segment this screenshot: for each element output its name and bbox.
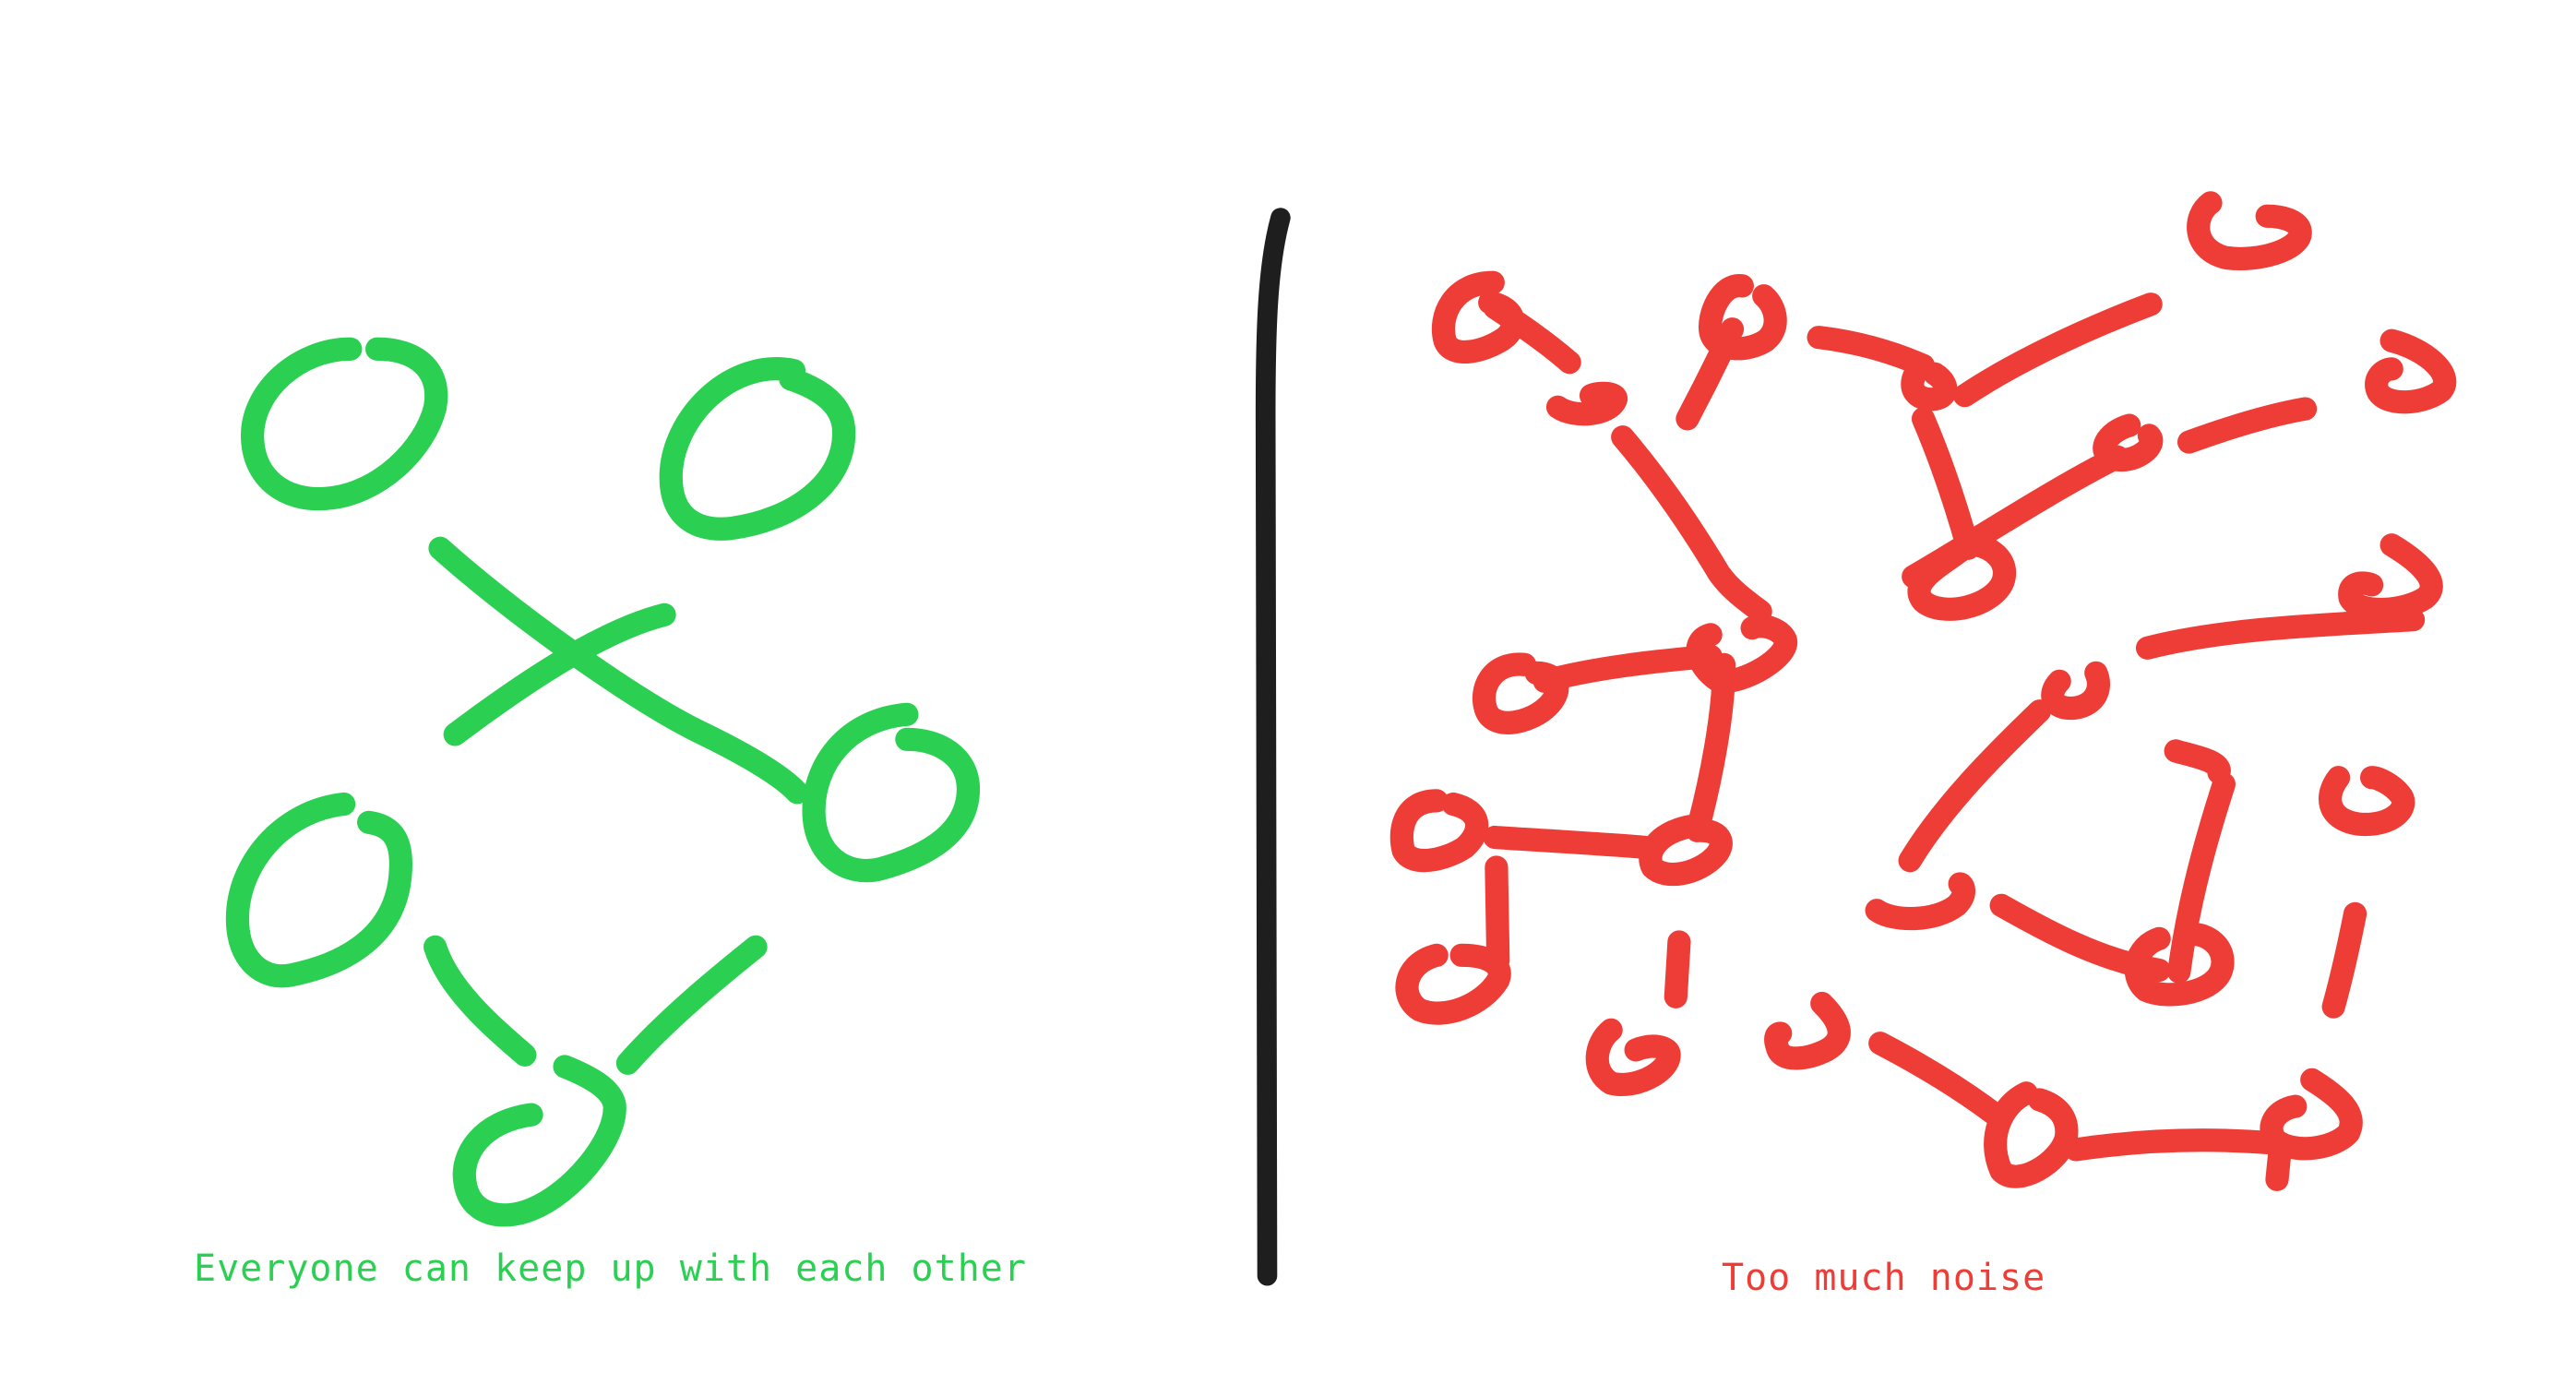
red-node xyxy=(1395,943,1511,1025)
red-connection xyxy=(1532,644,1723,693)
divider-line xyxy=(1255,208,1291,1286)
red-node xyxy=(2041,661,2110,721)
green-node xyxy=(241,337,448,511)
red-connection xyxy=(1686,652,1736,842)
red-connection xyxy=(1952,292,2163,408)
red-node xyxy=(1389,789,1489,873)
right-panel-caption: Too much noise xyxy=(1722,1257,2046,1299)
red-connection xyxy=(1911,407,1980,560)
red-connection xyxy=(2064,1128,2284,1162)
red-connection xyxy=(1807,326,1936,377)
red-connection xyxy=(1902,445,2129,589)
red-node xyxy=(1984,1081,2079,1188)
green-connection xyxy=(615,935,768,1075)
red-node xyxy=(2187,191,2312,270)
red-connection xyxy=(1483,825,1656,859)
red-node xyxy=(1585,1018,1681,1096)
green-connection xyxy=(423,935,537,1067)
red-connection xyxy=(1898,699,2052,873)
large-team-network xyxy=(1389,191,2457,1191)
red-node xyxy=(2164,739,2231,784)
green-node xyxy=(225,792,413,988)
red-connection xyxy=(1485,855,1510,972)
red-connection xyxy=(2176,397,2318,454)
red-connection xyxy=(1611,425,1772,624)
red-node xyxy=(1545,381,1628,426)
red-node xyxy=(1901,353,1958,412)
left-panel-caption: Everyone can keep up with each other xyxy=(194,1247,1027,1290)
green-connection xyxy=(428,536,809,805)
red-node xyxy=(2260,1068,2363,1161)
green-connection xyxy=(443,603,676,746)
red-node xyxy=(2365,328,2457,414)
red-connection xyxy=(1868,1032,2005,1125)
red-node xyxy=(2338,533,2443,622)
green-node xyxy=(802,702,981,883)
red-connection xyxy=(2321,901,2367,1019)
small-team-network xyxy=(225,337,981,1227)
red-connection xyxy=(2135,608,2426,660)
red-connection xyxy=(1989,893,2171,983)
red-node xyxy=(1865,872,1975,931)
red-connection xyxy=(2167,772,2236,984)
red-connection xyxy=(2265,1134,2293,1191)
red-connection xyxy=(1664,930,1691,1008)
green-node xyxy=(452,1055,626,1227)
red-node xyxy=(2319,766,2415,837)
green-node xyxy=(659,357,856,541)
red-connection xyxy=(1483,295,1581,375)
red-node xyxy=(1639,814,1733,887)
red-connection xyxy=(1676,317,1745,431)
red-node xyxy=(1764,991,1851,1070)
